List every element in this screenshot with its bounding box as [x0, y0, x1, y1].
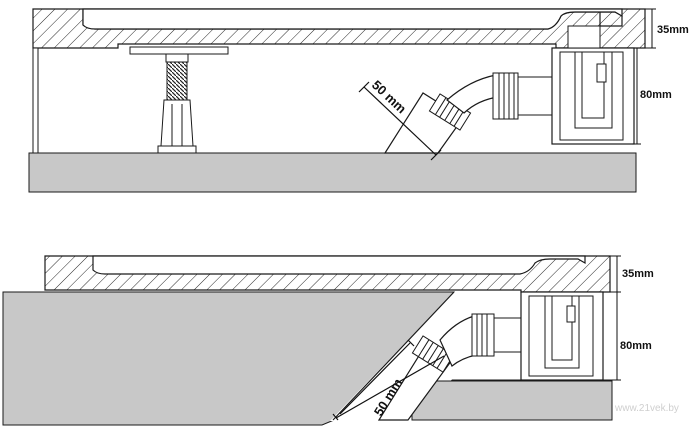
pipe-coupling-2	[411, 335, 455, 373]
floor-slab	[28, 152, 637, 193]
siphon-body-2	[520, 291, 604, 381]
siphon-coupling	[492, 72, 553, 120]
tray-height-label: 35mm	[657, 24, 689, 36]
diagram-legs-installation: 50 mm 35mm 80mm	[28, 8, 689, 193]
adjustable-leg	[157, 53, 197, 154]
diagram-podium-installation: 50 mm 35mm 80mm	[2, 255, 654, 426]
siphon-coupling-2	[471, 313, 522, 357]
siphon-height-label: 80mm	[640, 89, 672, 101]
siphon-body	[551, 25, 635, 145]
siphon-height-label-2: 80mm	[620, 340, 652, 352]
tray-height-label-2: 35mm	[622, 268, 654, 280]
watermark: www.21vek.by	[614, 403, 679, 414]
